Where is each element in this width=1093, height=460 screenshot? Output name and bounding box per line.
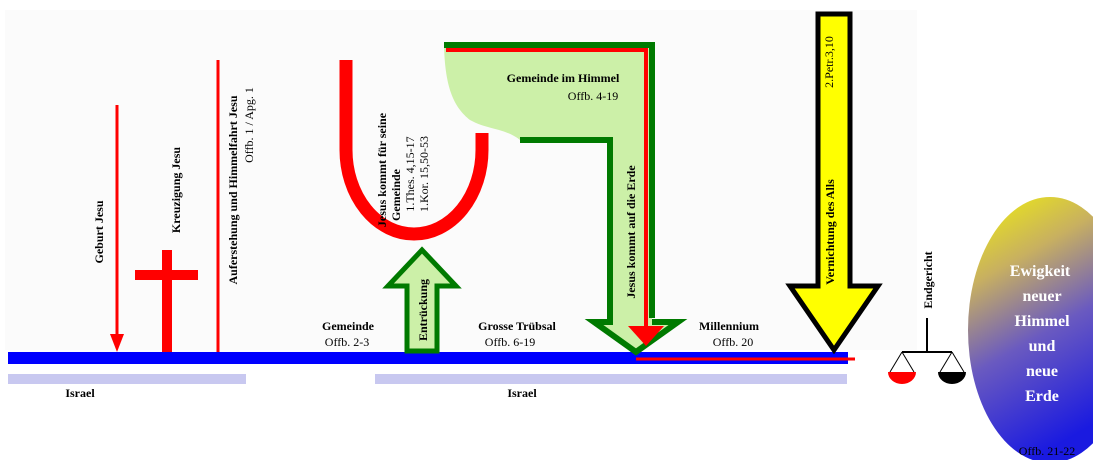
truebsal-ref: Offb. 6-19 — [485, 335, 535, 349]
thes-ref: 1.Thes. 4,15-17 — [403, 136, 417, 211]
kommt-erde-red-head — [628, 326, 664, 346]
israel-left-label: Israel — [65, 386, 95, 400]
cross-vertical — [162, 250, 172, 352]
kommt-erde-label: Jesus kommt auf die Erde — [624, 165, 638, 299]
auferstehung-label: Auferstehung und Himmelfahrt Jesu — [226, 95, 240, 284]
scales-icon — [888, 318, 966, 384]
geburt-arrow-head — [110, 334, 124, 352]
gemeinde-himmel-region — [444, 45, 676, 352]
gemeinde-word-label: Gemeinde — [389, 168, 403, 221]
ewigkeit-line-6: Erde — [1025, 388, 1059, 405]
gemeinde-himmel-outline-outer — [444, 42, 655, 318]
ewigkeit-line-2: neuer — [1022, 288, 1061, 305]
gemeinde-ref: Offb. 2-3 — [325, 335, 369, 349]
entrueckung-arrow — [382, 246, 462, 354]
israel-band-left — [8, 374, 246, 384]
gemeinde-himmel-label: Gemeinde im Himmel — [507, 71, 620, 85]
kommt-erde-arrow-outline — [520, 137, 688, 356]
ewigkeit-circle — [968, 197, 1093, 460]
rapture-u-shape — [339, 60, 489, 241]
scale-pan-left — [888, 372, 916, 384]
israel-right-label: Israel — [507, 386, 537, 400]
entrueckung-label: Entrückung — [416, 279, 430, 341]
gemeinde-himmel-red-line — [446, 48, 648, 326]
main-timeline — [8, 352, 848, 364]
kommt-gemeinde-label: Jesus kommt für seine — [375, 112, 389, 227]
vernichtung-arrow — [785, 11, 883, 355]
scale-pan-right — [938, 372, 966, 384]
ewigkeit-ref: Offb. 21-22 — [1019, 444, 1075, 458]
petr-ref: 2.Petr.3,10 — [822, 36, 836, 88]
geburt-label: Geburt Jesu — [92, 200, 106, 263]
gemeinde-himmel-ref: Offb. 4-19 — [568, 89, 618, 103]
ewigkeit-line-5: neue — [1026, 363, 1058, 380]
kreuzigung-label: Kreuzigung Jesu — [169, 147, 183, 233]
ewigkeit-line-4: und — [1029, 338, 1056, 355]
kor-ref: 1.Kor. 15,50-53 — [417, 136, 431, 212]
millennium-label: Millennium — [699, 319, 759, 333]
cross-horizontal — [135, 270, 198, 280]
ewigkeit-line-1: Ewigkeit — [1010, 263, 1071, 280]
truebsal-label: Grosse Trübsal — [478, 319, 556, 333]
endgericht-label: Endgericht — [921, 251, 935, 308]
millennium-ref: Offb. 20 — [713, 335, 753, 349]
auferstehung-ref: Offb. 1 / Apg. 1 — [242, 87, 256, 163]
israel-band-right — [375, 374, 847, 384]
gemeinde-label: Gemeinde — [322, 319, 375, 333]
vernichtung-label: Vernichtung des Alls — [823, 179, 837, 285]
ewigkeit-line-3: Himmel — [1014, 313, 1070, 330]
